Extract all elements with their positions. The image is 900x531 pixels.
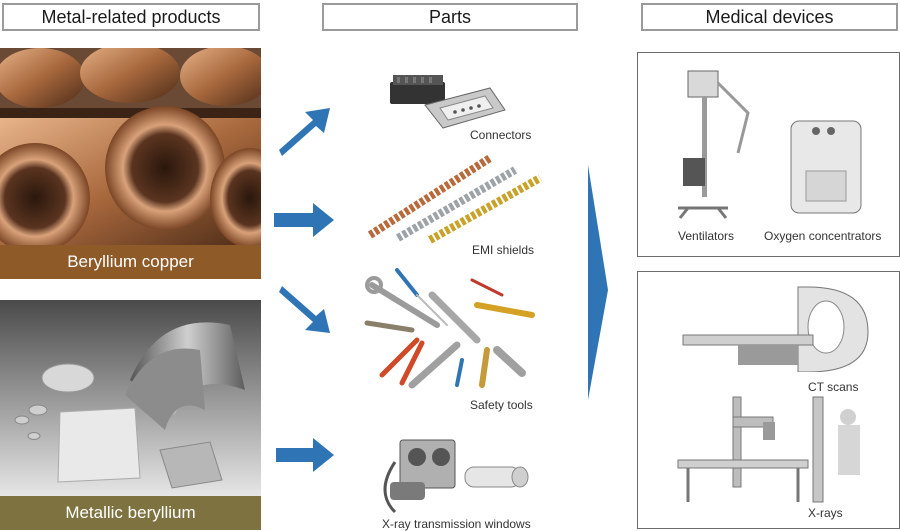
emi-shields-label: EMI shields bbox=[472, 243, 535, 257]
ventilator-illustration bbox=[678, 70, 750, 219]
connectors-label: Connectors bbox=[470, 128, 532, 142]
arrow-to-medical-devices bbox=[588, 165, 608, 400]
arrow-to-safety-tools bbox=[279, 286, 330, 333]
metallic-beryllium-photo bbox=[0, 300, 261, 496]
xray-windows-label: X-ray transmission windows bbox=[382, 517, 531, 531]
safety-tools-label: Safety tools bbox=[470, 398, 533, 412]
xray-windows-illustration bbox=[375, 412, 540, 517]
ct-scans-label: CT scans bbox=[808, 380, 859, 394]
metallic-beryllium-label: Metallic beryllium bbox=[0, 496, 261, 530]
arrow-to-emi-shields bbox=[274, 203, 334, 237]
xrays-label: X-rays bbox=[808, 506, 843, 520]
header-metal-related-products: Metal-related products bbox=[2, 3, 260, 31]
oxygen-concentrators-label: Oxygen concentrators bbox=[764, 229, 882, 243]
arrow-to-xray-windows bbox=[276, 438, 334, 472]
oxygen-concentrator-illustration bbox=[790, 120, 862, 214]
ventilators-label: Ventilators bbox=[678, 229, 735, 243]
ct-scanner-illustration bbox=[682, 286, 869, 372]
beryllium-copper-label: Beryllium copper bbox=[0, 245, 261, 279]
arrow-to-connectors bbox=[279, 108, 330, 156]
emi-shields-illustration bbox=[360, 150, 550, 245]
beryllium-copper-photo bbox=[0, 48, 261, 248]
box-ct-xrays: CT scans X-rays bbox=[637, 271, 900, 529]
header-medical-devices: Medical devices bbox=[641, 3, 898, 31]
xray-machine-illustration bbox=[677, 396, 860, 503]
header-parts: Parts bbox=[322, 3, 578, 31]
safety-tools-illustration bbox=[362, 265, 537, 395]
connectors-illustration bbox=[385, 70, 525, 135]
box-ventilators-oxygen: Ventilators Oxygen concentrators bbox=[637, 52, 900, 257]
